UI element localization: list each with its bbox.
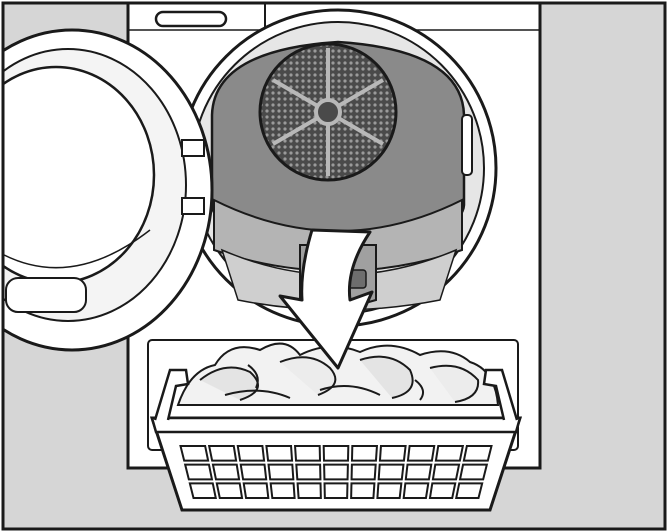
basket-mesh-hole bbox=[296, 482, 322, 499]
basket-mesh-hole bbox=[293, 445, 322, 462]
basket-mesh-hole bbox=[323, 482, 349, 499]
basket-mesh-hole bbox=[350, 482, 376, 499]
basket-mesh-hole bbox=[265, 445, 294, 462]
basket-mesh-hole bbox=[239, 463, 268, 481]
basket-mesh-hole bbox=[404, 463, 433, 481]
door-handle-pocket bbox=[5, 277, 87, 313]
door-latch-slot bbox=[461, 114, 473, 176]
basket-mesh-hole bbox=[188, 482, 217, 499]
basket-mesh-hole bbox=[295, 463, 322, 481]
basket-mesh-hole bbox=[322, 445, 350, 462]
basket-mesh-hole bbox=[236, 445, 266, 462]
basket-mesh-hole bbox=[458, 463, 489, 481]
basket-mesh-hole bbox=[207, 445, 238, 462]
basket-mesh-hole bbox=[376, 482, 403, 499]
basket-mesh-hole bbox=[215, 482, 244, 499]
basket-mesh-hole bbox=[406, 445, 436, 462]
basket-mesh-hole bbox=[428, 482, 457, 499]
basket-mesh-hole bbox=[378, 445, 407, 462]
basket-mesh-hole bbox=[462, 445, 493, 462]
basket-mesh bbox=[179, 445, 493, 499]
laundry-pile bbox=[176, 342, 500, 406]
drum-filter-icon bbox=[258, 42, 398, 182]
basket-mesh-hole bbox=[350, 445, 379, 462]
basket-mesh-hole bbox=[269, 482, 296, 499]
basket-mesh-hole bbox=[183, 463, 214, 481]
open-dryer-door bbox=[4, 28, 214, 352]
basket-mesh-hole bbox=[267, 463, 295, 481]
basket-mesh-hole bbox=[211, 463, 241, 481]
basket-mesh-hole bbox=[402, 482, 430, 499]
door-hinge-top bbox=[181, 139, 205, 157]
basket-mesh-hole bbox=[179, 445, 210, 462]
basket-mesh-hole bbox=[350, 463, 377, 481]
control-panel-handle bbox=[154, 10, 228, 28]
basket-mesh-hole bbox=[455, 482, 484, 499]
door-hinge-bottom bbox=[181, 197, 205, 215]
basket-mesh-hole bbox=[431, 463, 461, 481]
basket-handle-left bbox=[153, 368, 190, 421]
basket-mesh-hole bbox=[434, 445, 465, 462]
basket-mesh-hole bbox=[377, 463, 405, 481]
laundry-basket bbox=[149, 368, 523, 512]
curved-arrow-icon bbox=[278, 228, 374, 370]
basket-handle-right bbox=[482, 368, 519, 421]
basket-mesh-hole bbox=[323, 463, 349, 481]
basket-mesh-hole bbox=[242, 482, 270, 499]
